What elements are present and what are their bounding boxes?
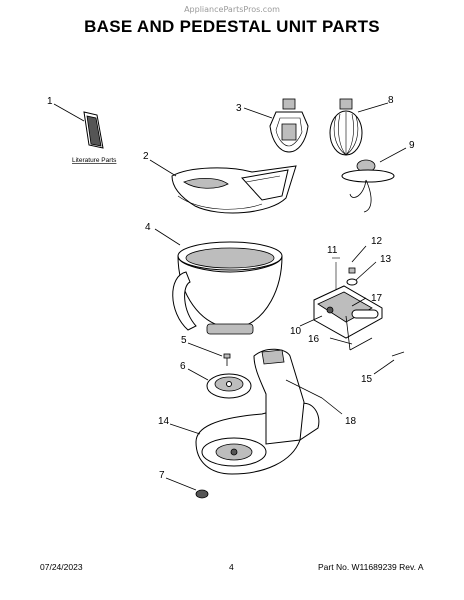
callout-2: 2 <box>143 151 149 162</box>
pouring-shield[interactable] <box>149 159 297 214</box>
support-washer[interactable] <box>346 261 377 286</box>
page-title: BASE AND PEDESTAL UNIT PARTS <box>84 17 380 36</box>
footer-date: 07/24/2023 <box>40 562 83 572</box>
callout-14: 14 <box>158 416 170 427</box>
literature-label: Literature Parts <box>72 157 117 164</box>
wire-whip[interactable] <box>329 98 389 156</box>
callout-10: 10 <box>290 326 302 337</box>
callout-3: 3 <box>236 103 242 114</box>
support-screw[interactable] <box>348 245 367 274</box>
callout-4: 4 <box>145 222 151 233</box>
footer-page-number: 4 <box>229 562 234 572</box>
dough-hook[interactable] <box>341 147 407 213</box>
watermark: AppliancePartsPros.com <box>184 5 280 14</box>
callout-16: 16 <box>308 334 320 345</box>
callout-6: 6 <box>180 361 186 372</box>
pivot-pin[interactable] <box>373 351 405 375</box>
callout-18: 18 <box>345 416 357 427</box>
callout-5: 5 <box>181 335 187 346</box>
hinge-pin[interactable] <box>285 379 343 415</box>
callout-15: 15 <box>361 374 373 385</box>
mixing-bowl[interactable] <box>154 228 283 335</box>
callout-8: 8 <box>388 95 394 106</box>
flat-beater[interactable] <box>243 98 309 153</box>
callout-11: 11 <box>327 245 338 256</box>
literature-parts[interactable] <box>53 103 104 149</box>
base-pedestal[interactable] <box>169 348 320 475</box>
bowl-clamp-screw[interactable] <box>187 342 231 366</box>
callout-13: 13 <box>380 254 392 265</box>
rubber-foot[interactable] <box>165 477 209 499</box>
bowl-clamping-plate[interactable] <box>187 368 252 399</box>
callout-9: 9 <box>409 140 415 151</box>
callout-17: 17 <box>371 293 383 304</box>
callout-7: 7 <box>159 470 165 481</box>
footer-part-number: Part No. W11689239 Rev. A <box>318 562 424 572</box>
callout-1: 1 <box>47 96 53 107</box>
callout-12: 12 <box>371 236 383 247</box>
bowl-support-assembly[interactable] <box>313 257 383 351</box>
